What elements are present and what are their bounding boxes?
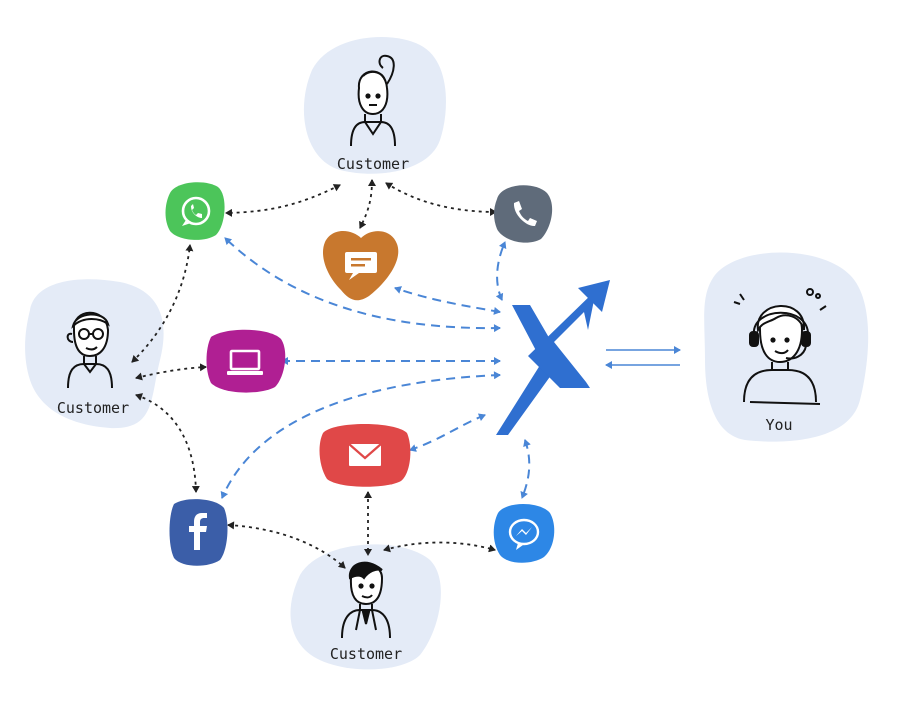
hub-logo-upper xyxy=(528,290,596,388)
bottom-facebook-link xyxy=(227,521,346,569)
hub-email-link xyxy=(409,413,486,452)
phone-icon[interactable] xyxy=(494,185,553,243)
left-facebook-link xyxy=(135,393,200,493)
top-sms-link xyxy=(359,179,376,229)
hub-whatsapp-link xyxy=(224,237,501,333)
customer-top-person xyxy=(350,54,396,147)
hub-messenger-link xyxy=(520,439,531,499)
you-label: You xyxy=(765,416,792,434)
email-icon[interactable] xyxy=(319,424,411,487)
hub-you-arrows xyxy=(605,346,681,369)
hub-logo-lower xyxy=(496,305,562,435)
left-laptop-link xyxy=(135,363,207,381)
messenger-icon[interactable] xyxy=(493,504,555,563)
facebook-icon[interactable] xyxy=(169,499,228,566)
bottom-messenger-link xyxy=(383,541,496,553)
left-whatsapp-link xyxy=(131,244,194,363)
customer-left-person xyxy=(66,311,113,389)
top-phone-link xyxy=(385,182,497,216)
sms-chat-icon[interactable] xyxy=(322,231,399,301)
customer-bottom-blob xyxy=(290,544,441,670)
hub-phone-link xyxy=(495,241,507,301)
customer-left-label: Customer xyxy=(57,399,129,417)
you-agent-person xyxy=(733,288,827,405)
customer-bottom-label: Customer xyxy=(330,645,402,663)
hub-logo xyxy=(496,280,610,435)
hub-sms-link xyxy=(394,286,501,315)
hub-facebook-link xyxy=(220,371,501,499)
blue-connections xyxy=(220,237,531,499)
hub-logo-arrowhead xyxy=(578,280,610,312)
customer-bottom-person xyxy=(341,561,391,639)
top-whatsapp-link xyxy=(225,184,341,217)
customer-top-label: Customer xyxy=(337,155,409,173)
black-connections xyxy=(131,179,497,569)
laptop-icon[interactable] xyxy=(206,329,286,393)
whatsapp-icon[interactable] xyxy=(165,182,225,240)
